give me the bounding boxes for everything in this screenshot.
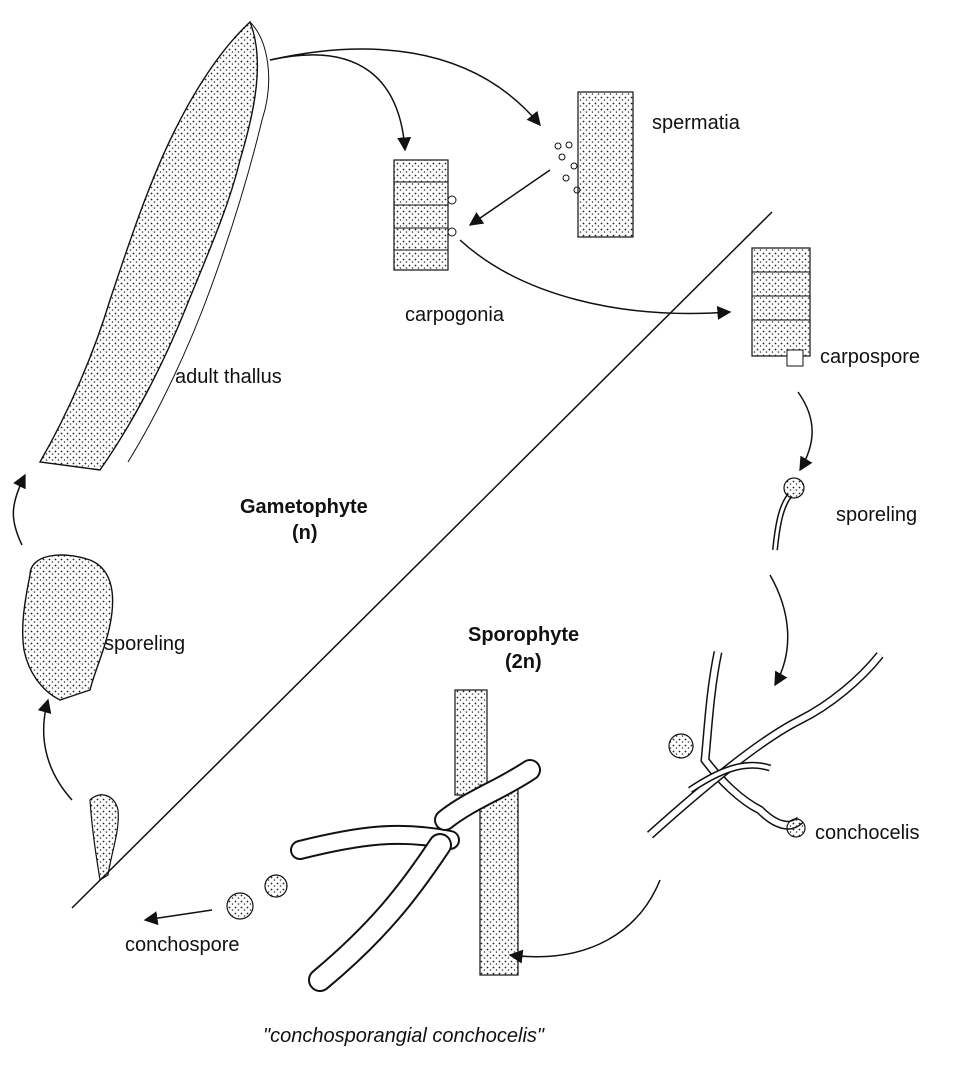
label-sporophyte: Sporophyte [468, 624, 579, 647]
sporeling-to-conchocelis-arrow [770, 575, 788, 685]
carpospore-drawing [752, 248, 810, 366]
label-sporeling-left: sporeling [104, 633, 185, 656]
label-sporeling-right: sporeling [836, 504, 917, 527]
young-to-sporeling-arrow [44, 700, 72, 800]
conchocelis-to-conchosporangial-arrow [510, 880, 660, 957]
label-adult-thallus: adult thallus [175, 366, 282, 389]
carpogonia-to-carpospore-arrow [460, 240, 730, 313]
label-conchosporangial: "conchosporangial conchocelis" [263, 1025, 544, 1048]
thallus-drawing [40, 22, 269, 470]
sporeling-drawing [775, 478, 804, 550]
sporeling-left-drawing [23, 555, 113, 700]
conchocelis-drawing [650, 652, 880, 837]
label-sporophyte-ploidy: (2n) [505, 651, 542, 674]
label-gametophyte-ploidy: (n) [292, 522, 318, 545]
conchosporangial-drawing [300, 690, 530, 980]
label-carpospore: carpospore [820, 346, 920, 369]
thallus-to-carpogonia-arrow [270, 55, 405, 150]
label-spermatia: spermatia [652, 112, 740, 135]
label-conchocelis: conchocelis [815, 822, 920, 845]
label-carpogonia: carpogonia [405, 304, 504, 327]
spermatia-drawing [555, 92, 633, 237]
spermatia-to-carpogonia-arrow [470, 170, 550, 225]
carpogonia-drawing [394, 160, 456, 270]
conchospore-drawing [227, 875, 287, 919]
conchospore-release-arrow [145, 910, 212, 920]
carpospore-to-sporeling-arrow [798, 392, 812, 470]
label-conchospore: conchospore [125, 934, 240, 957]
thallus-to-spermatia-arrow [270, 49, 540, 125]
sporeling-to-thallus-arrow [13, 475, 25, 545]
label-gametophyte: Gametophyte [240, 496, 368, 519]
